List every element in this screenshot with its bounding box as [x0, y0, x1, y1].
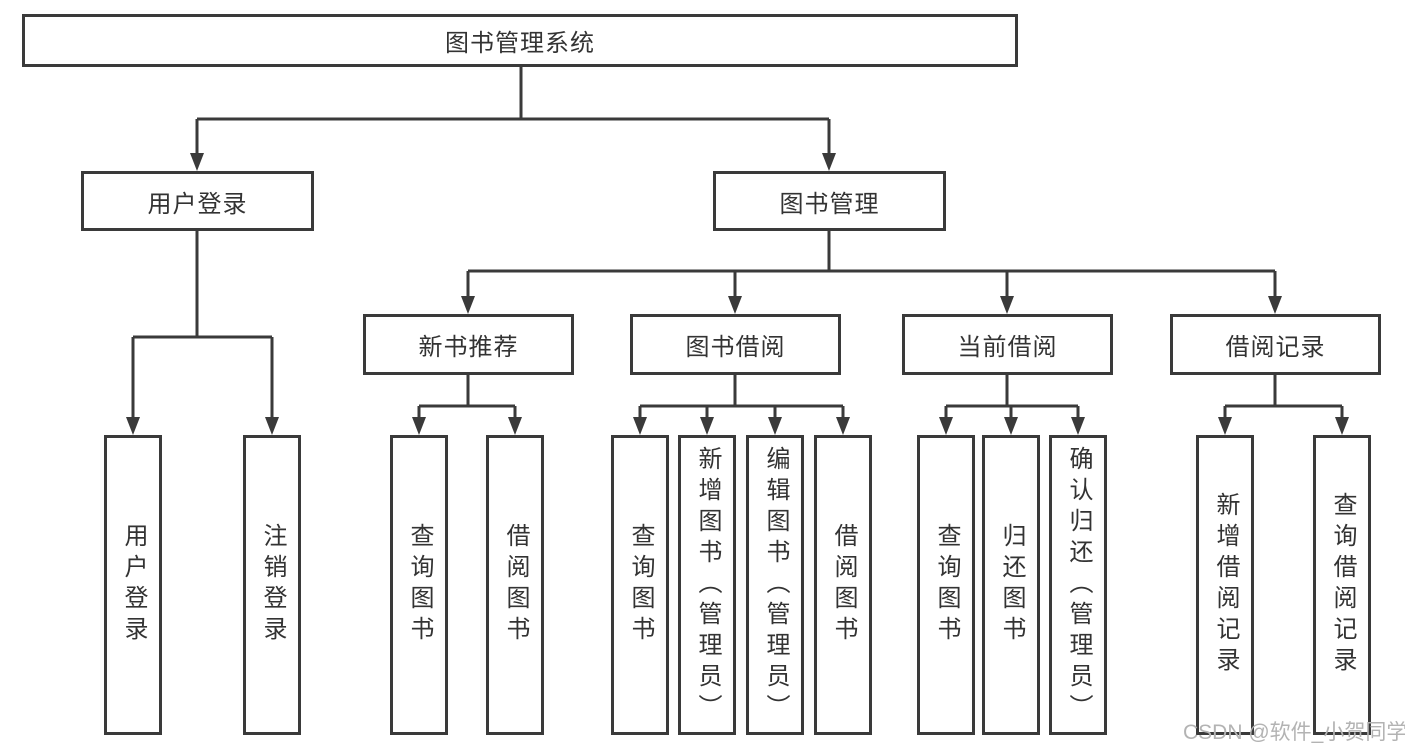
node-label: 当前借阅: [957, 334, 1058, 361]
node-label: 图书借阅: [685, 334, 786, 361]
node-book-management: 图书管理: [713, 171, 946, 231]
node-borrow-records: 借阅记录: [1170, 314, 1381, 375]
csdn-watermark: CSDN @软件_小贺同学: [1183, 721, 1405, 744]
leaf-add-borrow-record: 新增借阅记录: [1196, 435, 1254, 735]
node-library-management-system: 图书管理系统: [22, 14, 1018, 67]
node-book-borrow: 图书借阅: [630, 314, 841, 375]
leaf-user-login: 用户登录: [104, 435, 162, 735]
leaf-query-books: 查询图书: [611, 435, 669, 735]
leaf-confirm-return-admin: 确认归还（管理员）: [1049, 435, 1107, 735]
node-label: 新增图书（管理员）: [694, 445, 721, 725]
leaf-query-books: 查询图书: [917, 435, 975, 735]
node-label: 用户登录: [120, 523, 147, 647]
node-label: 用户登录: [147, 190, 248, 218]
node-label: 注销登录: [259, 523, 286, 647]
leaf-borrow-books: 借阅图书: [814, 435, 872, 735]
leaf-logout: 注销登录: [243, 435, 301, 735]
node-label: 编辑图书（管理员）: [762, 445, 789, 725]
leaf-return-book: 归还图书: [982, 435, 1040, 735]
leaf-edit-book-admin: 编辑图书（管理员）: [746, 435, 804, 735]
node-label: 借阅记录: [1225, 334, 1326, 361]
leaf-query-books: 查询图书: [390, 435, 448, 735]
node-label: 借阅图书: [830, 523, 857, 647]
node-label: 新增借阅记录: [1212, 492, 1239, 678]
node-label: 图书管理系统: [445, 30, 595, 57]
node-user-login: 用户登录: [81, 171, 314, 231]
node-label: 查询图书: [933, 523, 960, 647]
node-label: 归还图书: [998, 523, 1025, 647]
leaf-add-book-admin: 新增图书（管理员）: [678, 435, 736, 735]
node-label: 确认归还（管理员）: [1065, 445, 1092, 725]
node-label: 图书管理: [779, 190, 880, 218]
node-label: 查询图书: [406, 523, 433, 647]
node-new-book-recommend: 新书推荐: [363, 314, 574, 375]
leaf-query-borrow-record: 查询借阅记录: [1313, 435, 1371, 735]
node-label: 查询图书: [627, 523, 654, 647]
node-label: 新书推荐: [418, 334, 519, 361]
node-current-borrow: 当前借阅: [902, 314, 1113, 375]
node-label: 借阅图书: [502, 523, 529, 647]
node-label: 查询借阅记录: [1329, 492, 1356, 678]
leaf-borrow-books: 借阅图书: [486, 435, 544, 735]
